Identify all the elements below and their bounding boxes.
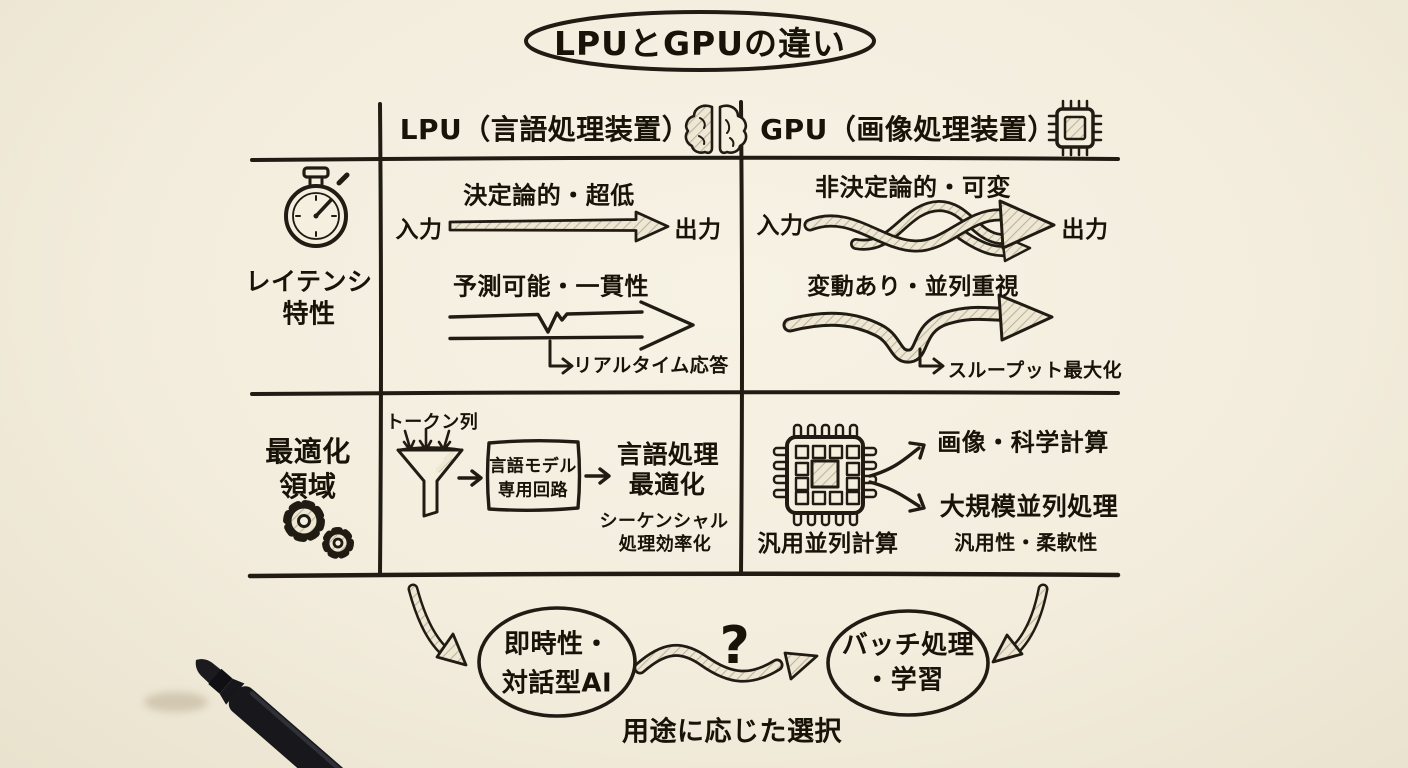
gpu-branch-arrows	[868, 441, 926, 513]
token-stream-label: トークン列	[385, 412, 479, 433]
lpu-column-header: LPU（言語処理装置）	[399, 113, 691, 146]
gpu-latency-note: スループット最大化	[947, 359, 1123, 382]
caption: 用途に応じた選択	[622, 716, 842, 748]
table-grid	[247, 100, 1121, 579]
brain-icon	[684, 104, 748, 155]
lpu-to-usecase-arrow	[407, 583, 468, 667]
gpu-column-header: GPU（画像処理装置）	[760, 113, 1056, 146]
gpu-usecase-bubble	[826, 609, 990, 717]
lpu-usecase-line2: 対話型AI	[501, 668, 613, 699]
gpu-opt-note: 汎用性・柔軟性	[954, 530, 1098, 555]
gpu-usecase-line2: ・学習	[864, 665, 944, 696]
gpu-io-arrow	[803, 199, 1056, 263]
gpu-latency-heading: 非決定論的・可変	[815, 173, 1011, 202]
flow-arrow-lpu-1	[457, 469, 483, 487]
title-bubble	[524, 10, 876, 72]
lpu-opt-note-line1: シーケンシャル	[599, 511, 729, 532]
lpu-output-label: 出力	[674, 217, 722, 243]
lpu-consistency-arrow	[448, 300, 695, 351]
chip-icon	[1047, 99, 1103, 157]
choice-arrow	[633, 643, 819, 683]
flow-arrow-lpu-2	[584, 467, 611, 485]
gpu-input-label: 入力	[756, 213, 804, 239]
lpu-result-line1: 言語処理	[616, 440, 720, 469]
latency-row-label-line2: 特性	[282, 299, 336, 330]
lpu-opt-note-line2: 処理効率化	[618, 534, 712, 555]
throughput-hook-arrow	[918, 347, 945, 375]
lpu-result-line2: 最適化	[628, 470, 706, 499]
gears-icon	[283, 500, 354, 559]
diagram-title: LPUとGPUの違い	[553, 24, 847, 63]
funnel-icon	[396, 446, 464, 518]
lpu-latency-note: リアルタイム応答	[573, 354, 729, 377]
realtime-hook-arrow	[548, 339, 574, 375]
marker-pen	[195, 659, 399, 768]
circuit-box-line2: 専用回路	[498, 480, 568, 501]
lpu-input-label: 入力	[395, 217, 443, 243]
gpu-branch-bottom-label: 大規模並列処理	[939, 492, 1119, 521]
lpu-io-arrow	[448, 210, 670, 243]
question-mark: ?	[719, 616, 751, 676]
gpu-branch-top-label: 画像・科学計算	[937, 428, 1109, 457]
gpu-chip-label: 汎用並列計算	[757, 531, 899, 557]
gpu-variability-arrow	[782, 293, 1054, 364]
optimization-row-label-line1: 最適化	[265, 435, 351, 468]
gpu-output-label: 出力	[1061, 217, 1109, 243]
optimization-row-label-line2: 領域	[279, 470, 337, 503]
lpu-latency-heading: 決定論的・超低	[463, 181, 635, 210]
gpu-usecase-line1: バッチ処理	[841, 630, 975, 661]
lpu-usecase-line1: 即時性・	[503, 629, 611, 660]
circuit-box	[485, 439, 582, 512]
lpu-usecase-bubble	[477, 606, 637, 718]
lpu-latency-subheading: 予測可能・一貫性	[453, 272, 649, 301]
processor-icon	[772, 423, 878, 527]
gpu-to-usecase-arrow	[991, 583, 1049, 664]
pen-shadow	[144, 692, 208, 712]
stopwatch-icon	[284, 166, 350, 248]
gpu-latency-subheading: 変動あり・並列重視	[807, 274, 1019, 300]
circuit-box-line1: 言語モデル	[489, 456, 577, 477]
latency-row-label-line1: レイテンシ	[245, 267, 373, 296]
